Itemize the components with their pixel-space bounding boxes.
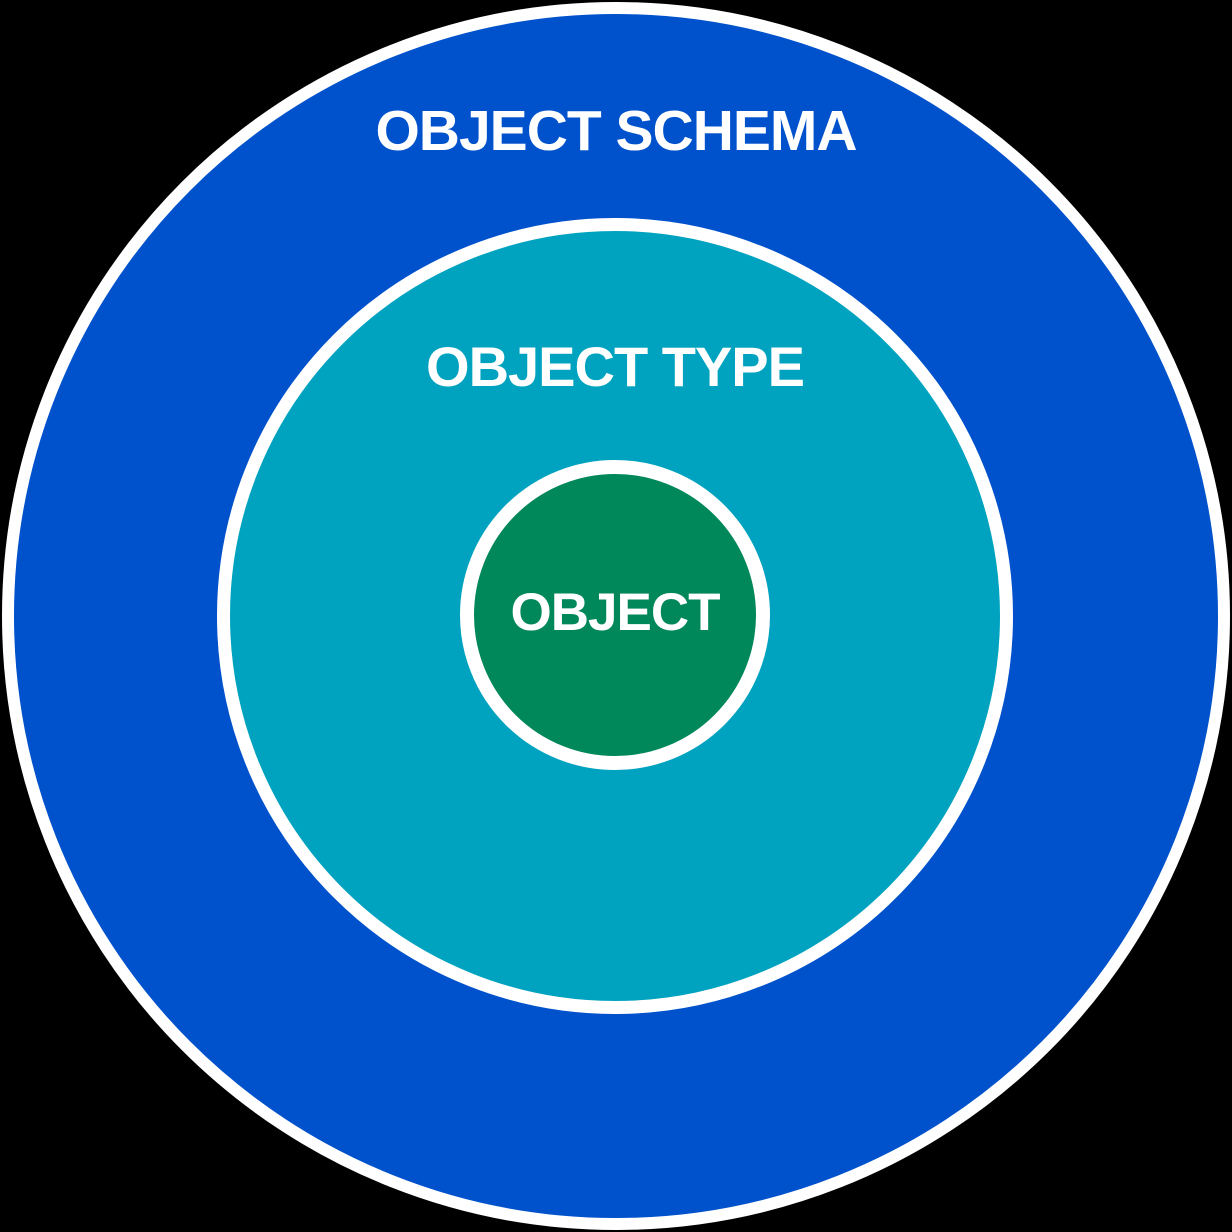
object-type-label: OBJECT TYPE — [426, 335, 805, 398]
object-schema-label: OBJECT SCHEMA — [375, 99, 857, 163]
object-label: OBJECT — [510, 583, 721, 642]
object-circle: OBJECT — [460, 460, 770, 770]
object-type-circle: OBJECT TYPE OBJECT — [217, 218, 1013, 1014]
